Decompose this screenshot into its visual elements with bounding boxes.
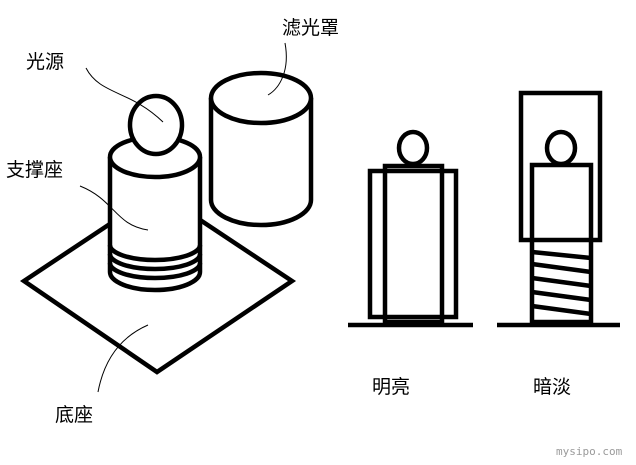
dim-illustration: [497, 90, 620, 328]
label-bright: 明亮: [372, 376, 411, 398]
bright-illustration: [348, 129, 473, 328]
leader-line-support-base: [79, 185, 149, 231]
leader-line-light-source: [85, 67, 164, 123]
light-source-sphere: [127, 93, 185, 157]
leader-line-filter-cover: [267, 42, 287, 96]
label-light-source: 光源: [26, 51, 65, 73]
label-base: 底座: [55, 404, 94, 426]
watermark: mysipo.com: [556, 445, 623, 458]
filter-cover-cylinder: [208, 70, 314, 228]
label-filter-cover: 滤光罩: [282, 17, 340, 39]
label-support-base: 支撑座: [6, 159, 64, 181]
label-dim: 暗淡: [533, 376, 572, 398]
leader-line-base: [97, 324, 149, 393]
support-base-cylinder: [107, 134, 203, 293]
